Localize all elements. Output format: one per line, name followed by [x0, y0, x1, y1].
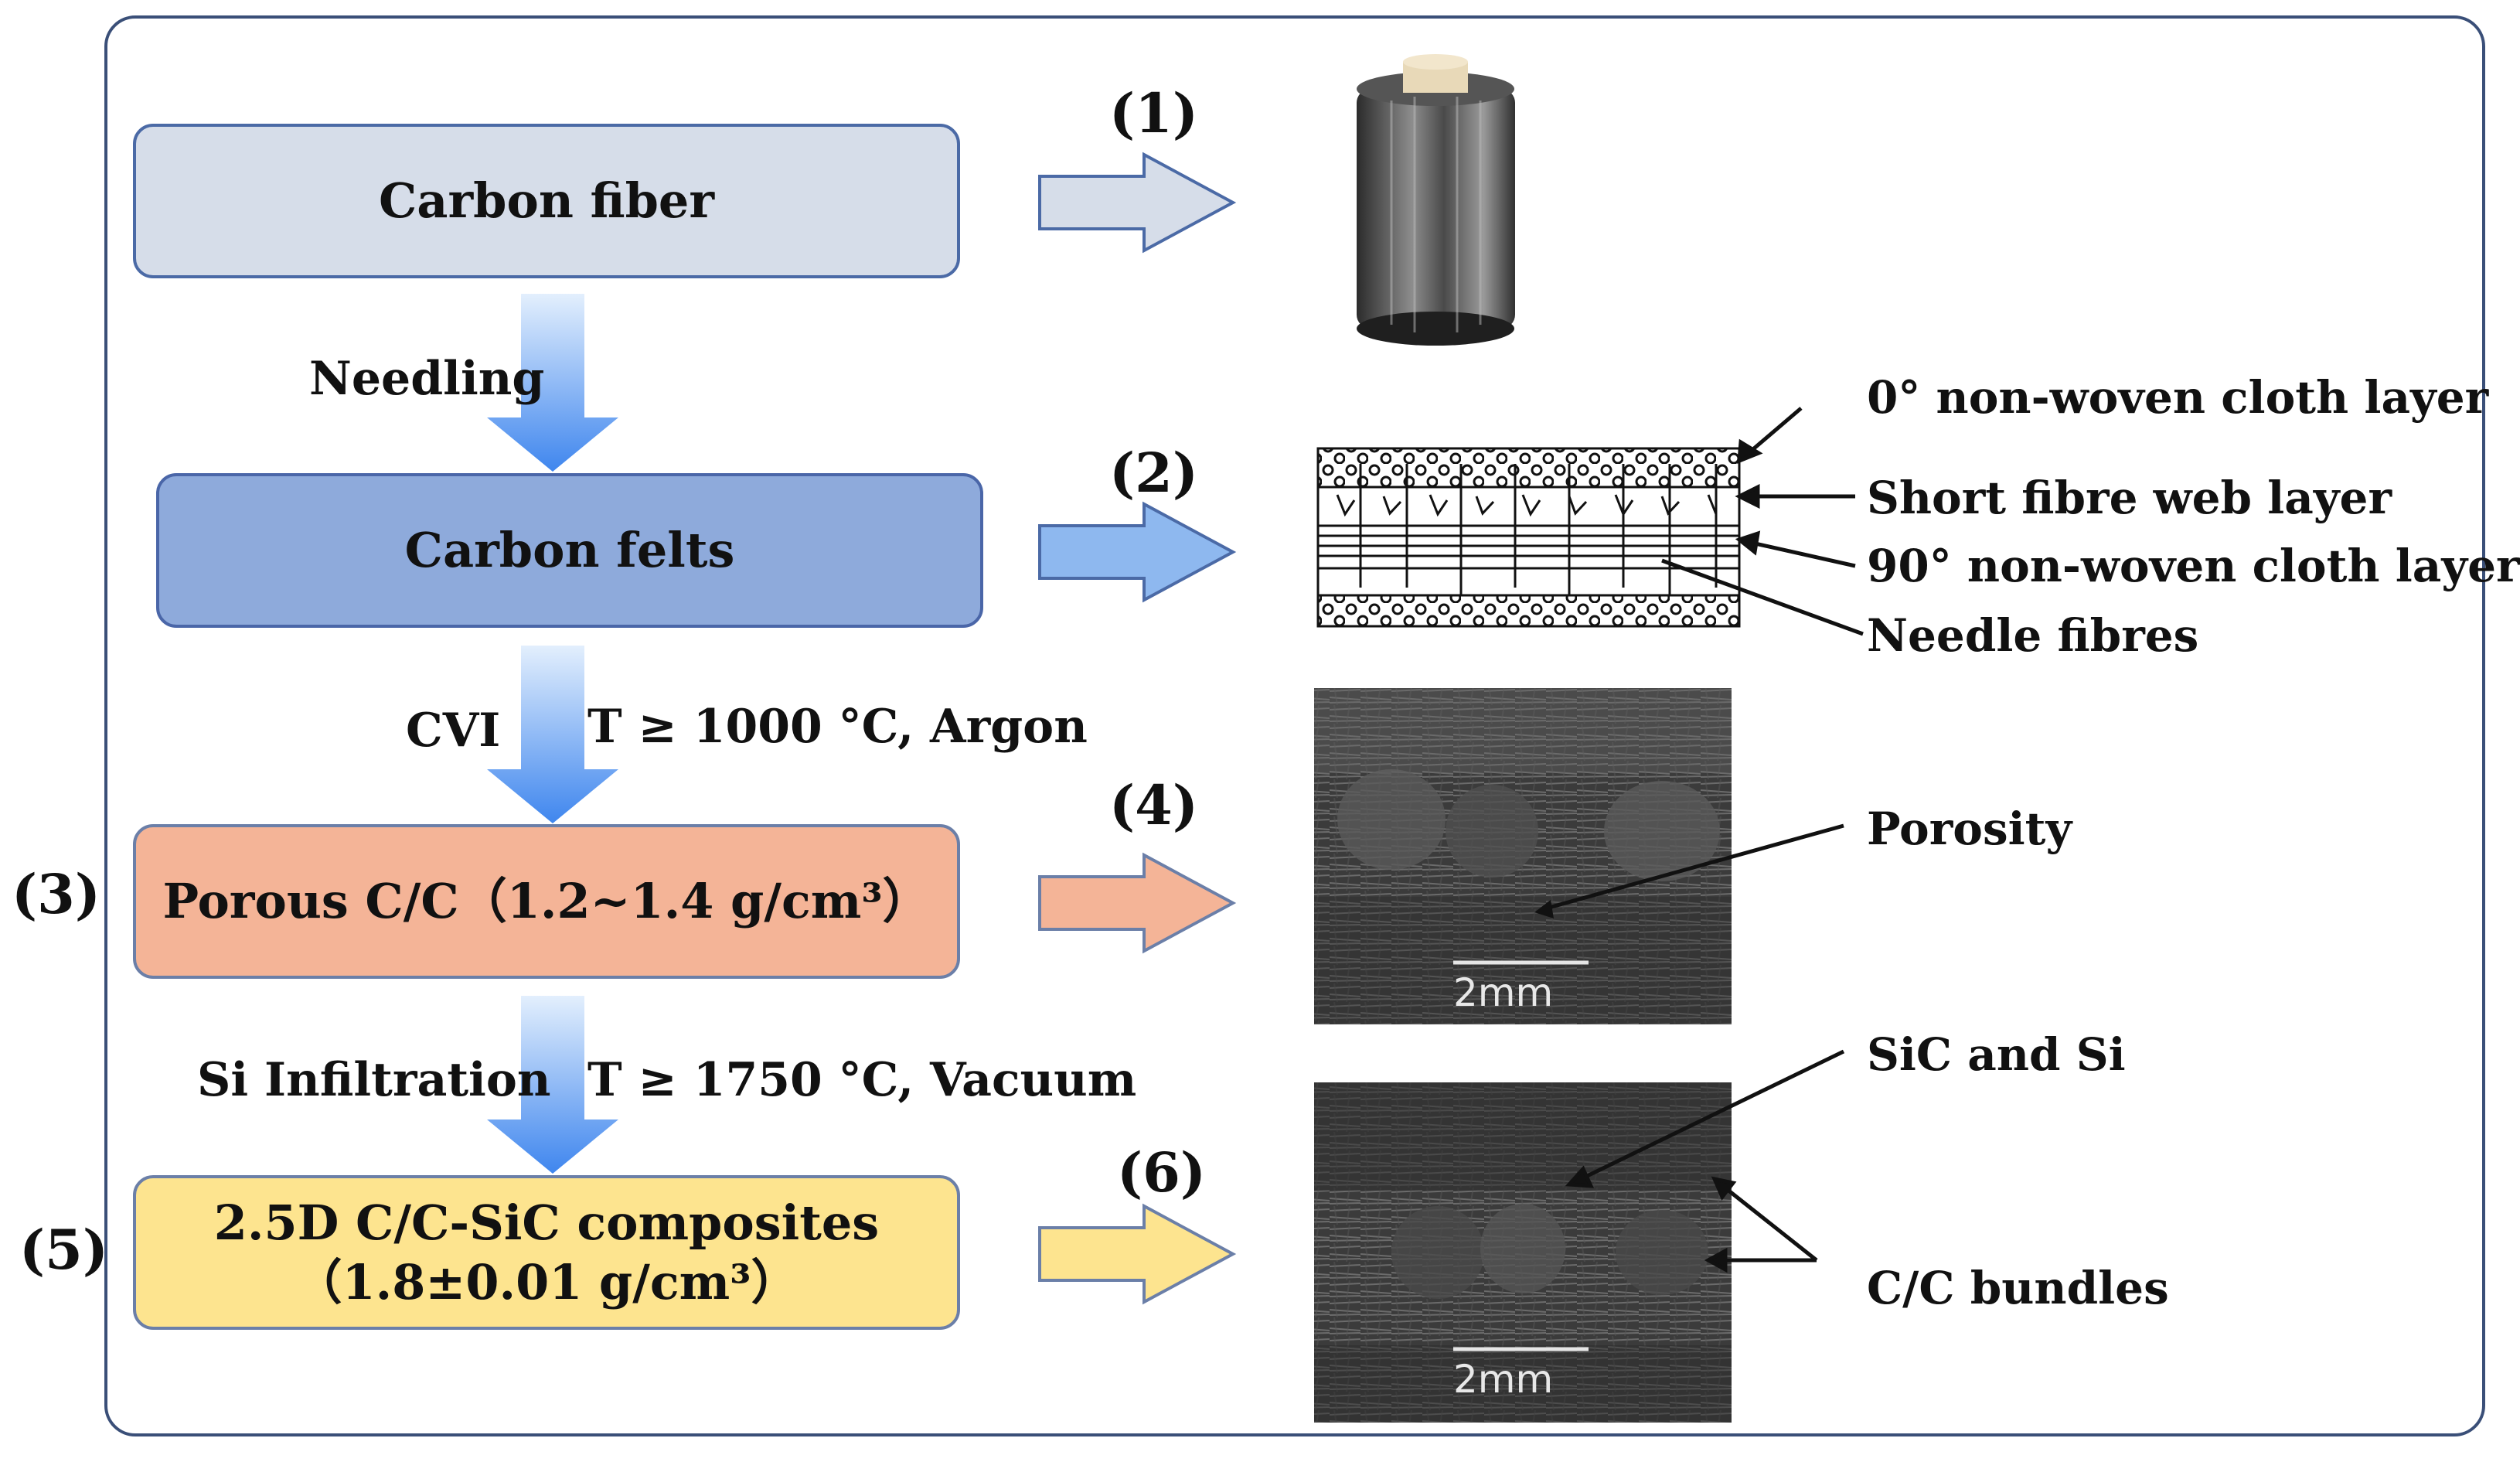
marker-5: (5)	[19, 1218, 108, 1282]
cc-sic-leader-lines	[1565, 1049, 1845, 1273]
down-arrow-si-infiltration	[487, 996, 618, 1174]
felt-layer-short-fibre: Short fibre web layer	[1867, 472, 2392, 524]
porous-cc-label: Porous C/C（1.2~1.4 g/cm³）	[162, 873, 931, 930]
porous-cc-box: Porous C/C（1.2~1.4 g/cm³）	[133, 824, 960, 979]
sic-si-annotation: SiC and Si	[1867, 1028, 2126, 1081]
carbon-fiber-spool-image	[1357, 54, 1515, 346]
right-arrow-2	[1038, 501, 1237, 603]
felt-layer-needle-fibres: Needle fibres	[1867, 609, 2199, 662]
carbon-fiber-box: Carbon fiber	[133, 124, 960, 278]
cvi-label: CVI	[406, 704, 501, 758]
si-infiltration-condition-label: T ≥ 1750 °C, Vacuum	[587, 1053, 1137, 1107]
marker-6: (6)	[1117, 1140, 1206, 1205]
sem-micrograph-porous-cc	[1314, 688, 1732, 1024]
scale-bar-label-2: 2mm	[1453, 1357, 1554, 1402]
composites-label-line1: 2.5D C/C-SiC composites	[213, 1194, 880, 1251]
sem-micrograph-cc-sic	[1314, 1082, 1732, 1423]
cc-bundles-annotation: C/C bundles	[1867, 1262, 2169, 1314]
marker-1: (1)	[1109, 81, 1198, 145]
porosity-leader-line	[1545, 823, 1844, 911]
right-arrow-1	[1038, 152, 1237, 254]
right-arrow-4	[1038, 852, 1237, 954]
si-infiltration-label: Si Infiltration	[197, 1053, 551, 1107]
felt-layer-0deg: 0° non-woven cloth layer	[1867, 371, 2489, 424]
diagram-frame	[104, 15, 2485, 1436]
porosity-arrowhead	[1534, 900, 1554, 918]
felt-leader-lines	[1661, 407, 1864, 636]
carbon-felts-label: Carbon felts	[404, 522, 735, 579]
carbon-fiber-label: Carbon fiber	[378, 172, 715, 230]
marker-4: (4)	[1109, 773, 1198, 837]
carbon-felt-layer-schematic	[1316, 447, 1741, 628]
porosity-annotation: Porosity	[1867, 803, 2072, 855]
marker-3: (3)	[12, 862, 100, 926]
scale-bar-label-1: 2mm	[1453, 970, 1554, 1015]
carbon-felts-box: Carbon felts	[156, 473, 983, 628]
cc-sic-composites-box: 2.5D C/C-SiC composites （1.8±0.01 g/cm³）	[133, 1175, 960, 1330]
down-arrow-needling	[487, 294, 618, 472]
down-arrow-cvi	[487, 646, 618, 823]
felt-layer-90deg: 90° non-woven cloth layer	[1867, 540, 2520, 592]
marker-2: (2)	[1109, 441, 1198, 505]
cvi-condition-label: T ≥ 1000 °C, Argon	[587, 700, 1088, 754]
needling-label: Needling	[309, 352, 545, 406]
right-arrow-6	[1038, 1203, 1237, 1305]
composites-label-line2: （1.8±0.01 g/cm³）	[294, 1254, 799, 1310]
